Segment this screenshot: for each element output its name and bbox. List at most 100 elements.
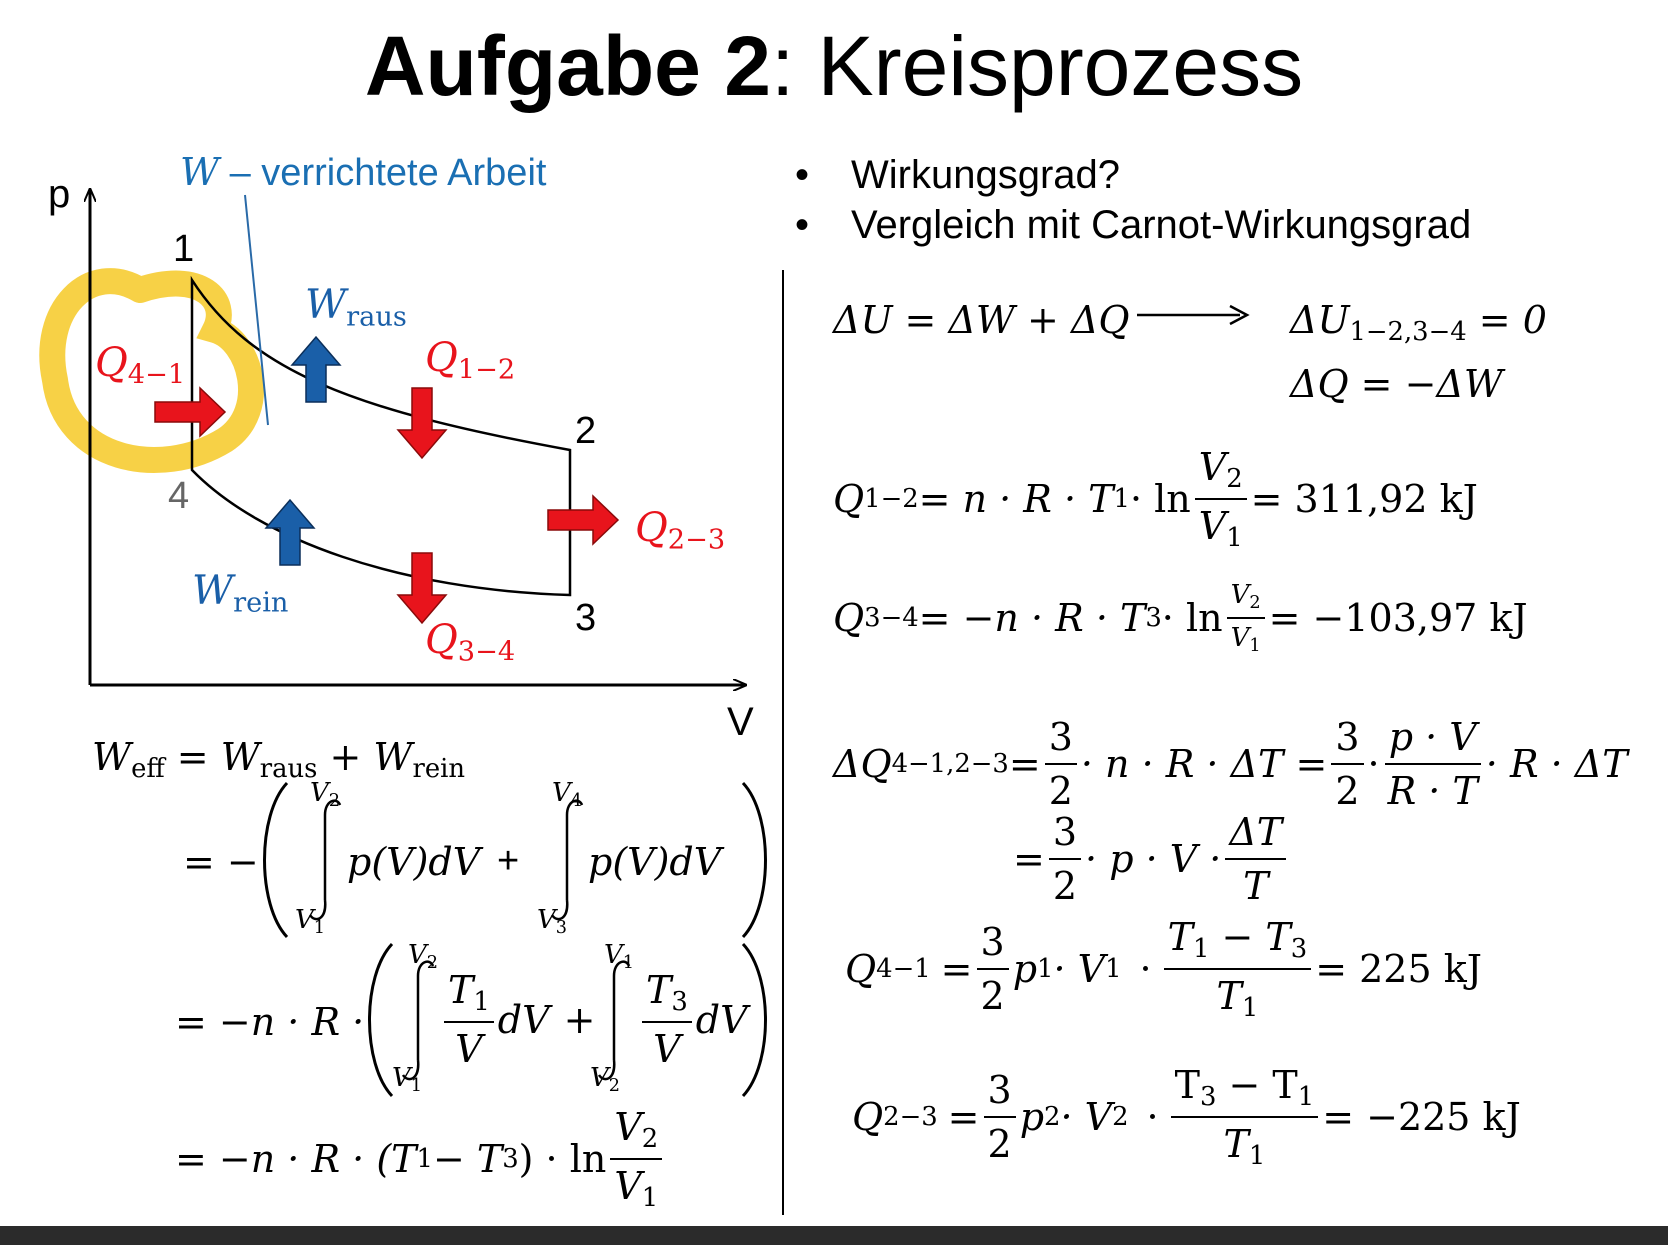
q34-label: Q3−4 [425,617,515,668]
w-raus-sub: raus [346,301,407,333]
w-raus-main: W [305,282,347,328]
q23-t-num: T3 − T1 [1170,1063,1319,1119]
q12-den-v: V [1198,504,1227,549]
q41-main: Q [95,340,128,386]
frac-dt-den: T [1243,864,1269,908]
q41-v: · V [1053,947,1106,992]
q12-frac-den: V1 [1195,500,1247,553]
frac-pv-num: p · V [1384,715,1481,765]
q41-p-sub: 1 [1037,954,1054,985]
point-1-label: 1 [173,228,195,270]
page-title: Aufgabe 2: Kreisprozess [0,18,1668,115]
int2-lower-v: V [537,905,556,935]
q41-p: p [1012,947,1038,992]
l4-sub1: 1 [416,1144,433,1175]
q12-rhs: = 311,92 kJ [1250,477,1478,522]
q34-ln: · ln [1161,595,1223,640]
weff-rhs2-sub: rein [412,754,465,785]
q12-ln: · ln [1129,477,1191,522]
bottom-bar [0,1226,1668,1245]
q41-lhs: Q [845,947,877,992]
q41-label: Q4−1 [95,340,185,391]
q12-lhs: Q [833,477,865,522]
weff-line3-pre: = −n · R · [175,1000,365,1044]
q34-lhs-sub: 3−4 [864,602,919,633]
frac-a-den: 2 [1048,769,1073,813]
q23-frac-num: 3 [983,1068,1016,1119]
q12-num-sub: 2 [1226,464,1243,495]
dq41-dot: · [1367,742,1380,786]
q34-mid: = −n · R · T [918,595,1146,640]
work-label-w: W [180,150,220,194]
q34-lhs: Q [833,595,865,640]
int4-upper-v: V [604,940,623,970]
q12-t-sub: 1 [1113,484,1130,515]
frac-a-num: 3 [1044,715,1077,765]
int1-integrand: p(V)dV [347,840,481,884]
q23-sub: 2−3 [667,524,726,556]
weff-rhs1-sub: raus [259,754,318,785]
int2-upper: V4 [552,778,583,811]
q23-lhs-sub: 2−3 [883,1102,938,1133]
q23-p-sub: 2 [1044,1102,1061,1133]
frac-dt-num: ΔT [1225,810,1287,860]
arrow-w-raus [290,335,342,403]
w-rein-sub: rein [233,587,289,619]
point-3-label: 3 [575,597,597,639]
int1-upper: V2 [310,778,341,811]
implies-arrow [1137,304,1250,326]
eq-dq: ΔQ = −ΔW [1290,362,1503,406]
q12-sub: 1−2 [457,354,516,386]
q23-rhs: = −225 kJ [1322,1095,1521,1140]
arrow-w-rein [264,498,316,566]
q34-num-v: V [1230,580,1250,610]
l4-minus: − T [432,1137,503,1182]
q41-v-sub: 1 [1105,954,1122,985]
q34-num-sub: 2 [1249,592,1261,613]
q12-den-sub: 1 [1226,523,1243,554]
title-rest: : Kreisprozess [770,19,1304,113]
arrow-q41 [154,386,227,438]
du-zero-lhs: ΔU [1290,298,1350,342]
int4-upper: V1 [604,940,635,973]
q12-lhs-sub: 1−2 [864,484,919,515]
work-label: W – verrichtete Arbeit [180,150,546,195]
title-bold: Aufgabe 2 [364,19,771,113]
int4-dv: dV [695,997,748,1042]
question-list: Wirkungsgrad? Vergleich mit Carnot-Wirku… [795,150,1471,250]
dq41-mid: · n · R · ΔT = [1080,742,1328,786]
line2-mid: · p · V · [1085,837,1222,881]
frac-b-den: 2 [1335,769,1360,813]
w-rein-main: W [192,568,234,614]
q34-frac-den: V1 [1227,619,1265,656]
q34-frac-num: V2 [1226,580,1265,619]
work-pointer [244,194,269,426]
w-raus-label: Wraus [305,282,407,333]
l4-num-v: V [614,1105,642,1149]
dq41-tail: · R · ΔT [1485,742,1628,786]
int1-upper-v: V [310,778,329,808]
bullet-efficiency: Wirkungsgrad? [795,150,1471,200]
dq41-eq: = [1008,742,1041,786]
weff-line2-pre: = − [183,840,259,884]
eq-du-zero: ΔU1−2,3−4 = 0 [1290,298,1547,347]
w-rein-label: Wrein [192,568,288,619]
q41-sub: 4−1 [127,359,186,391]
q12-num-v: V [1198,445,1227,489]
